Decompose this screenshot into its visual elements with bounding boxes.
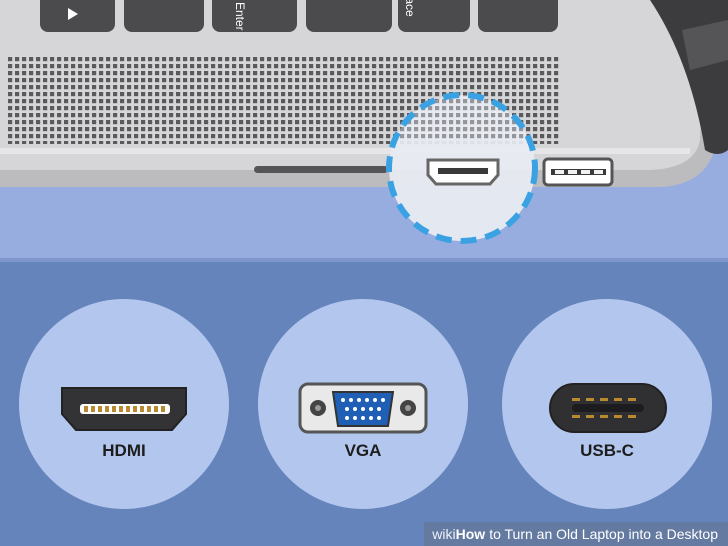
play-arrow-icon <box>68 8 78 20</box>
usb-a-port <box>542 157 614 187</box>
usb-c-label: USB-C <box>580 441 634 460</box>
vga-port-icon <box>298 382 428 434</box>
wikihow-logo: wikiHow <box>432 526 486 542</box>
vga-label: VGA <box>344 441 382 460</box>
usb-c-port-icon <box>549 383 667 433</box>
hdmi-port-icon <box>61 387 187 431</box>
wikihow-watermark: wikiHow to Turn an Old Laptop into a Des… <box>424 522 728 546</box>
enter-key-label: Enter <box>233 2 247 31</box>
laptop: Enter Backspace <box>0 0 728 187</box>
card-slot <box>254 166 388 173</box>
keyboard-row: Enter Backspace <box>40 0 558 32</box>
article-title: to Turn an Old Laptop into a Desktop <box>489 526 718 542</box>
backspace-key <box>398 0 470 32</box>
backspace-key-label: Backspace <box>403 0 417 17</box>
hdmi-label: HDMI <box>102 441 146 460</box>
enter-key <box>212 0 297 32</box>
